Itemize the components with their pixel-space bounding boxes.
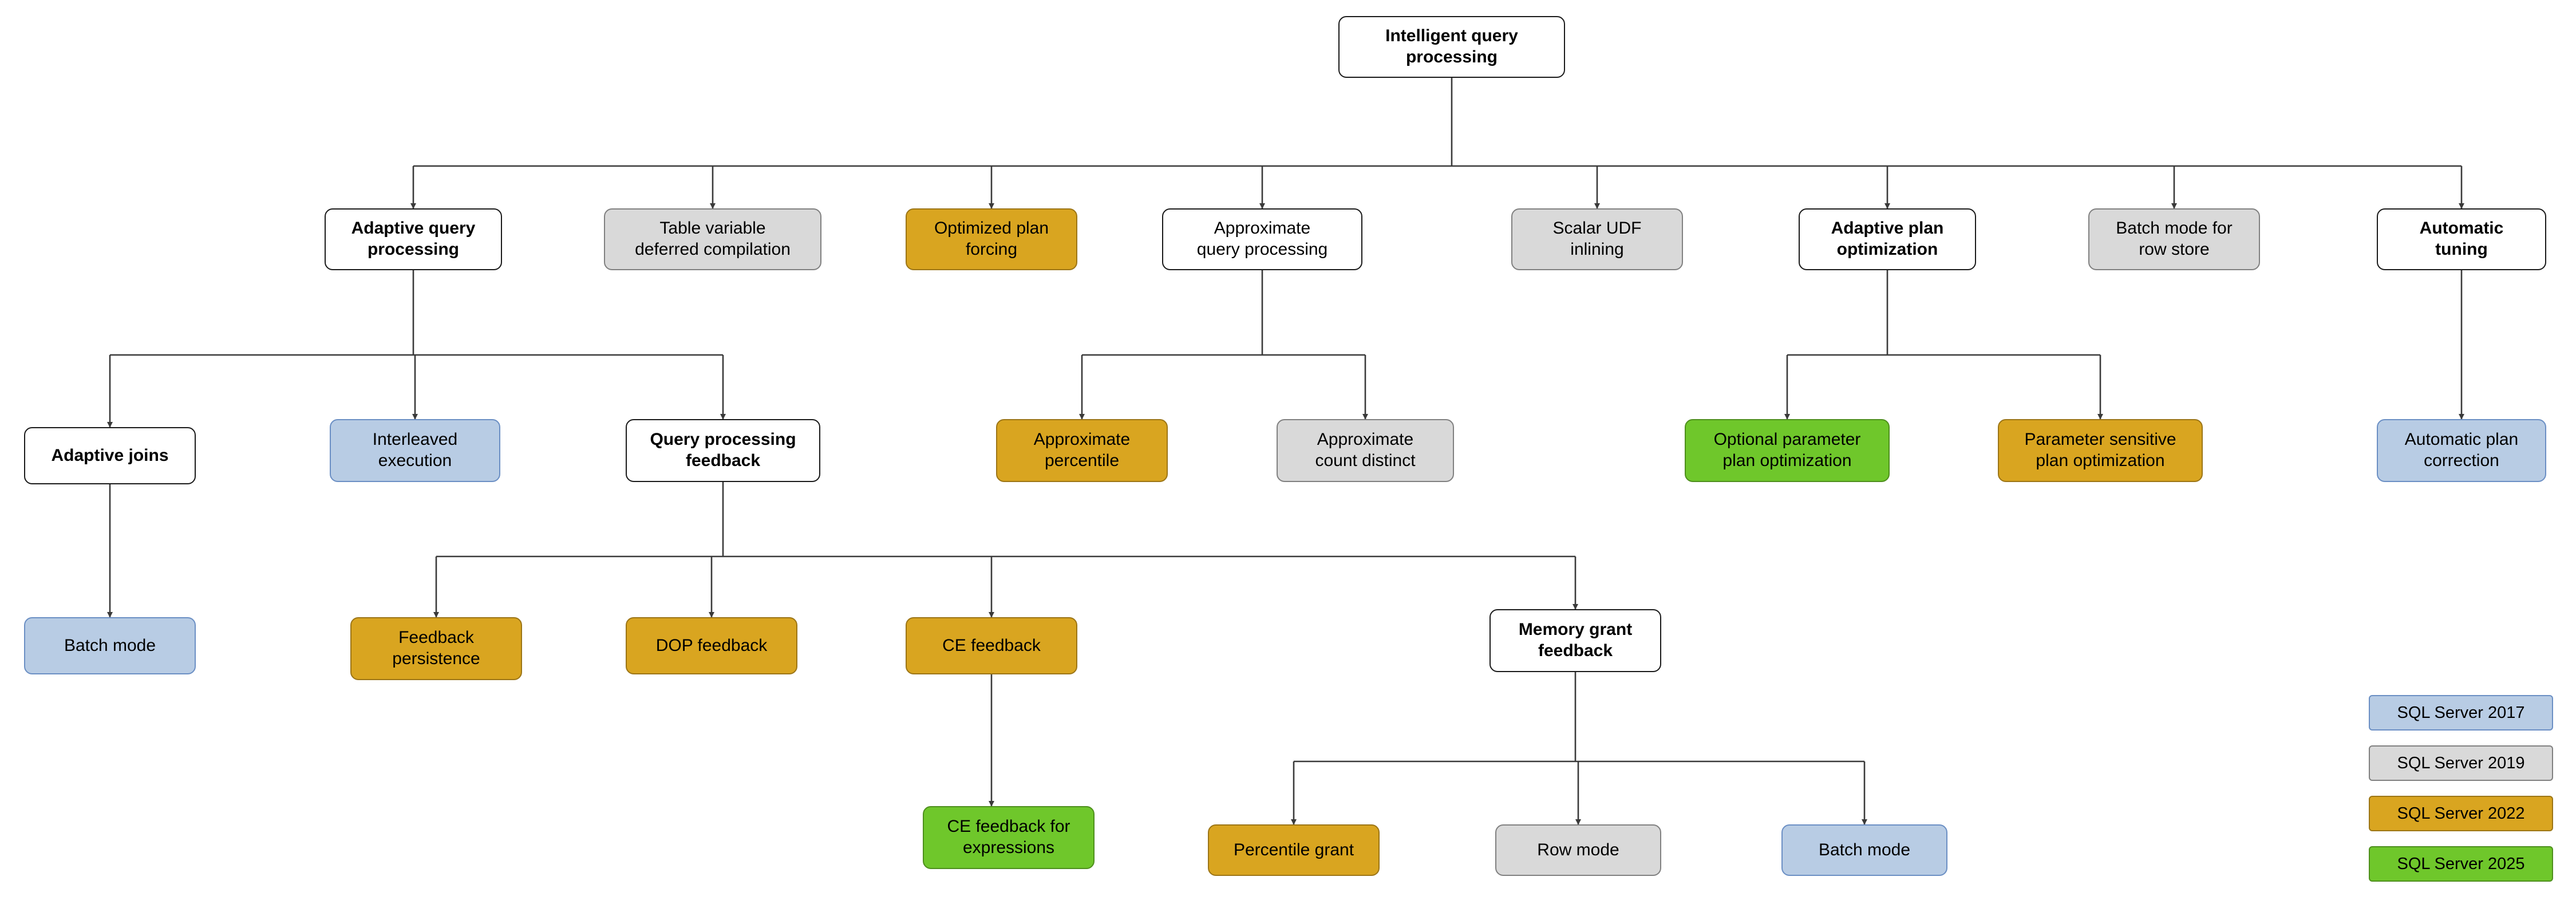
legend-label: SQL Server 2019 (2397, 753, 2525, 772)
node-batch-mode-adaptive-joins[interactable]: Batch mode (24, 617, 196, 674)
legend-item-sql-server-2022: SQL Server 2022 (2369, 796, 2553, 831)
node-label: Adaptive joins (51, 445, 169, 465)
node-percentile-grant[interactable]: Percentile grant (1208, 824, 1380, 876)
legend-label: SQL Server 2017 (2397, 703, 2525, 722)
node-label: Batch mode (1818, 840, 1911, 859)
node-label: Percentile grant (1233, 840, 1354, 859)
node-label: CE feedback (942, 635, 1041, 655)
node-dop-feedback[interactable]: DOP feedback (626, 617, 797, 674)
legend-label: SQL Server 2022 (2397, 804, 2525, 823)
legend-item-sql-server-2017: SQL Server 2017 (2369, 695, 2553, 731)
legend-label: SQL Server 2025 (2397, 854, 2525, 873)
node-ce-feedback[interactable]: CE feedback (906, 617, 1077, 674)
node-row-mode[interactable]: Row mode (1495, 824, 1661, 876)
node-batch-mode-memory-grant[interactable]: Batch mode (1781, 824, 1947, 876)
legend-item-sql-server-2025: SQL Server 2025 (2369, 846, 2553, 882)
node-label: Row mode (1537, 840, 1619, 859)
legend-item-sql-server-2019: SQL Server 2019 (2369, 745, 2553, 781)
node-adaptive-joins[interactable]: Adaptive joins (24, 427, 196, 484)
node-label: DOP feedback (655, 635, 768, 655)
node-label: Batch mode (64, 635, 156, 655)
